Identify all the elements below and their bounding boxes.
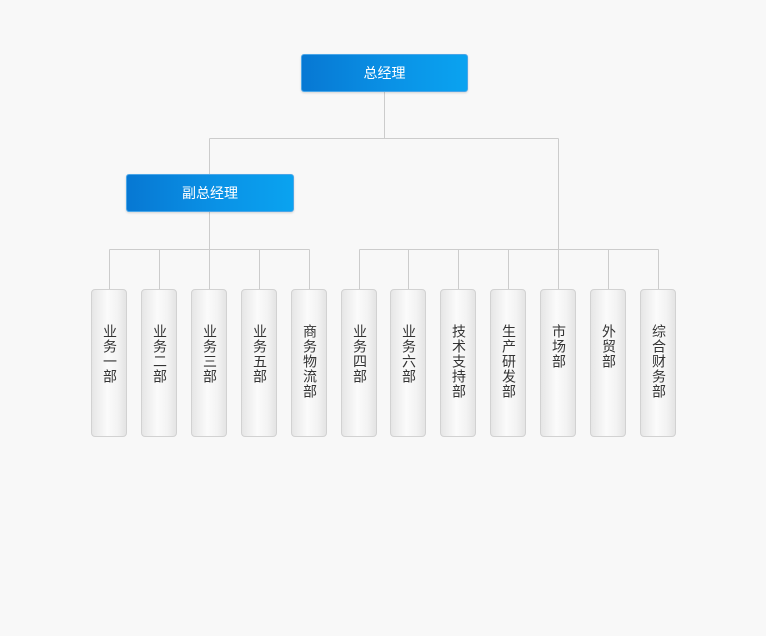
dept-node-sales-6[interactable]: 业务六部 [390, 289, 426, 437]
dept-label: 业务二部 [151, 324, 167, 384]
dept-label: 商务物流部 [301, 324, 317, 399]
dept-label: 技术支持部 [450, 324, 466, 399]
dept-node-sales-4[interactable]: 业务四部 [341, 289, 377, 437]
dept-node-sales-2[interactable]: 业务二部 [141, 289, 177, 437]
general-manager-node[interactable]: 总经理 [301, 54, 468, 92]
dept-label: 生产研发部 [500, 324, 516, 399]
general-manager-label: 总经理 [363, 66, 406, 82]
dept-label: 外贸部 [600, 324, 616, 369]
dept-label: 市场部 [550, 324, 566, 369]
dept-node-finance[interactable]: 综合财务部 [640, 289, 676, 437]
dept-node-sales-1[interactable]: 业务一部 [91, 289, 127, 437]
dept-node-sales-3[interactable]: 业务三部 [191, 289, 227, 437]
dept-label: 业务三部 [201, 324, 217, 384]
dept-node-logistics[interactable]: 商务物流部 [291, 289, 327, 437]
dept-node-tech-support[interactable]: 技术支持部 [440, 289, 476, 437]
dept-label: 业务五部 [251, 324, 267, 384]
dept-label: 综合财务部 [650, 324, 666, 399]
dept-label: 业务一部 [101, 324, 117, 384]
dept-node-rnd[interactable]: 生产研发部 [490, 289, 526, 437]
dept-label: 业务四部 [351, 324, 367, 384]
dept-node-foreign-trade[interactable]: 外贸部 [590, 289, 626, 437]
dept-label: 业务六部 [400, 324, 416, 384]
deputy-general-manager-node[interactable]: 副总经理 [126, 174, 294, 212]
dept-node-marketing[interactable]: 市场部 [540, 289, 576, 437]
deputy-general-manager-label: 副总经理 [182, 186, 238, 202]
dept-node-sales-5[interactable]: 业务五部 [241, 289, 277, 437]
